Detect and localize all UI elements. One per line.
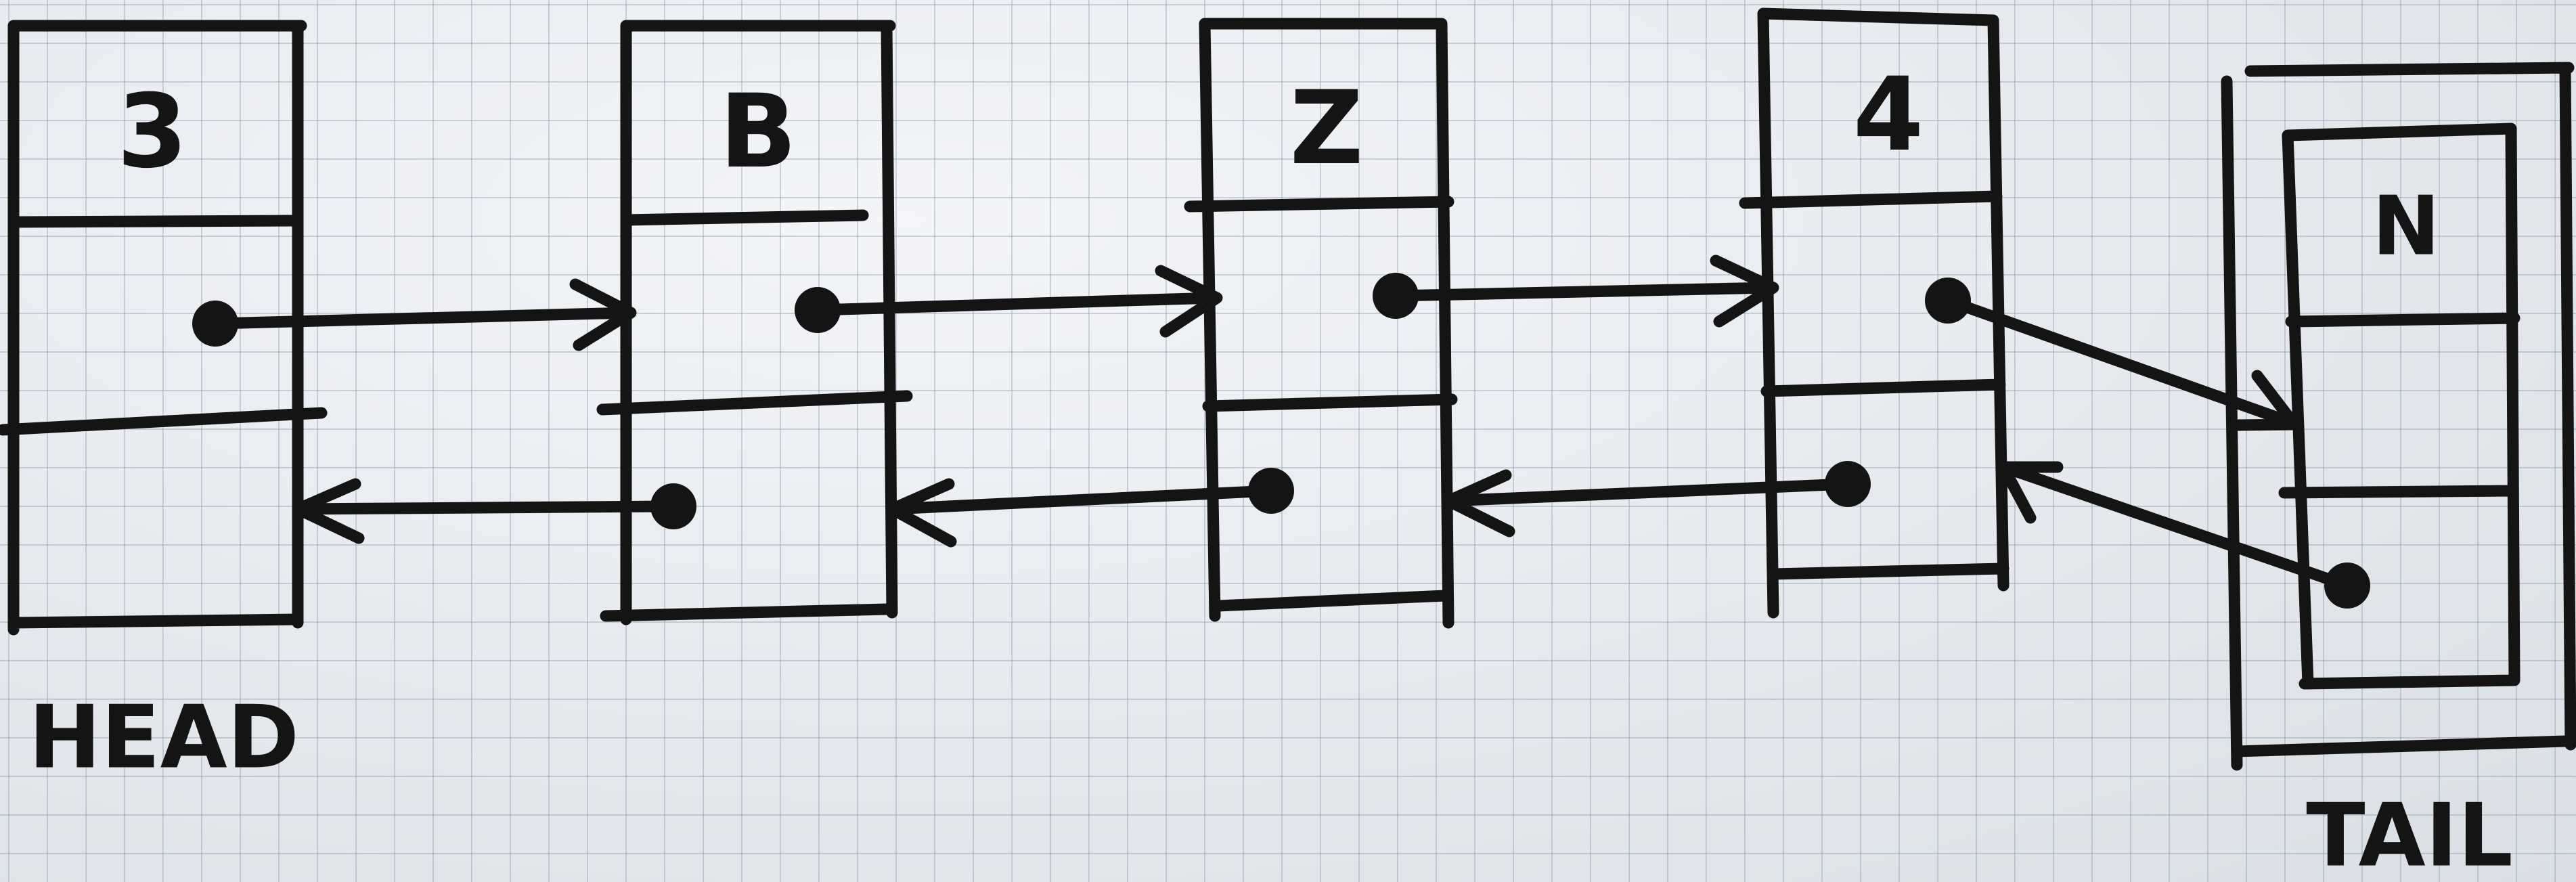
prev-links xyxy=(292,461,2370,609)
node-value: Z xyxy=(1290,70,1364,188)
tail-label: TAIL xyxy=(2306,786,2513,882)
link-next-3-b xyxy=(192,278,637,351)
link-next-b-z xyxy=(795,265,1223,338)
node-value: 3 xyxy=(117,73,187,191)
next-links xyxy=(192,255,2301,431)
head-label: HEAD xyxy=(28,688,299,789)
link-next-4-n xyxy=(1925,278,2301,431)
node-value: N xyxy=(2372,180,2440,274)
link-prev-z-b xyxy=(886,468,1294,548)
tail-frame xyxy=(2221,62,2576,771)
node-z: Z xyxy=(1184,18,1458,629)
node-value: 4 xyxy=(1853,56,1924,174)
link-next-z-4 xyxy=(1373,255,1779,328)
link-prev-4-z xyxy=(1442,461,1871,537)
node-4: 4 xyxy=(1739,7,2009,619)
link-prev-b-3 xyxy=(292,478,696,544)
node-value: B xyxy=(719,73,797,191)
node-b: B xyxy=(596,20,913,625)
node-n: N xyxy=(2278,123,2521,690)
link-prev-n-4 xyxy=(1997,461,2370,609)
